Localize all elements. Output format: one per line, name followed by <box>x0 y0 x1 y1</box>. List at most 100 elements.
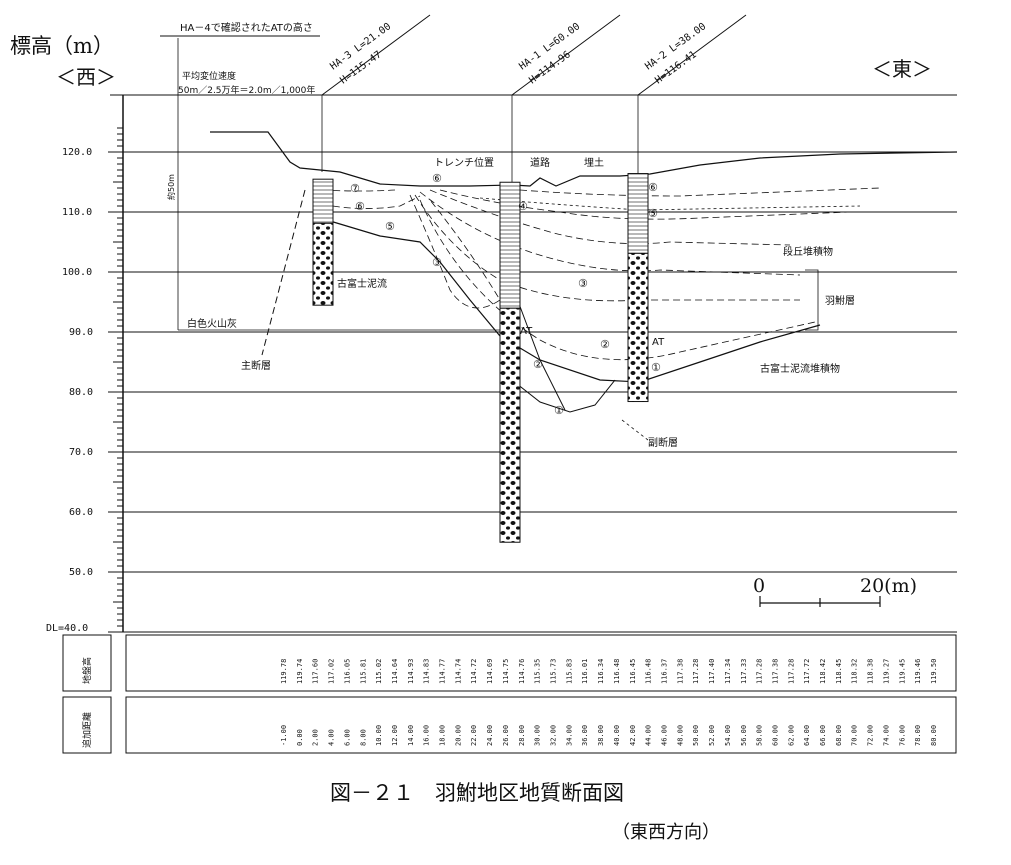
distance-value: 76.00 <box>898 725 906 746</box>
distance-value: 4.00 <box>328 729 336 746</box>
borehole-ha-2 <box>627 173 649 403</box>
elevation-gridlines <box>110 94 957 633</box>
label-white-ash: 白色火山灰 <box>187 317 237 330</box>
label-old-fuji-flow: 古富士泥流 <box>337 277 387 290</box>
distance-value: 20.00 <box>454 725 462 746</box>
ground-surface <box>210 131 958 187</box>
tick-label: 110.0 <box>62 207 92 218</box>
row2-header-cell <box>62 696 112 754</box>
elevation-value: 117.34 <box>724 659 732 684</box>
elevation-value: 114.72 <box>470 659 478 684</box>
tick-label: 70.0 <box>69 447 93 458</box>
elevation-value: 115.83 <box>565 659 573 684</box>
elevation-value: 117.38 <box>771 659 779 684</box>
distance-value: 28.00 <box>518 725 526 746</box>
distance-value: 48.00 <box>676 725 684 746</box>
distance-value: 50.00 <box>692 725 700 746</box>
row1-header-cell <box>62 634 112 692</box>
label-road: 道路 <box>530 156 550 169</box>
elevation-value: 115.73 <box>550 659 558 684</box>
y-axis-title: 標高（m） <box>10 34 114 58</box>
main-fault-line <box>261 189 306 356</box>
elevation-value: 119.45 <box>898 659 906 684</box>
unit-label-4: ④ <box>518 200 528 213</box>
geologic-layers <box>319 187 881 413</box>
unit-label-6: ⑥ <box>355 200 365 213</box>
distance-value: 14.00 <box>407 725 415 746</box>
distance-value: 34.00 <box>565 725 573 746</box>
unit-6-west <box>321 195 421 209</box>
elevation-value: 116.01 <box>581 659 589 684</box>
unit-label-5: ⑤ <box>385 220 395 233</box>
unit-2-base <box>419 199 816 361</box>
distance-value: 32.00 <box>550 725 558 746</box>
elevation-value: 116.48 <box>613 659 621 684</box>
label-old-fuji-deposit: 古富士泥流堆積物 <box>760 362 840 375</box>
tick-label: 60.0 <box>69 507 93 518</box>
unit-3-c <box>429 189 791 246</box>
elevation-value: 114.74 <box>454 659 462 684</box>
unit-5 <box>479 197 861 211</box>
row2-header: 追加距離 <box>81 712 93 748</box>
figure-title: 図－２１ 羽鮒地区地質断面図 <box>330 781 624 805</box>
scale-bar: 0 20(m) <box>753 575 917 607</box>
elevation-value: 114.75 <box>502 659 510 684</box>
unit-4-5 <box>439 189 851 220</box>
unit-1-base <box>511 379 616 413</box>
tick-label: 50.0 <box>69 567 93 578</box>
distance-value: 44.00 <box>645 725 653 746</box>
elevation-value: 115.02 <box>375 659 383 684</box>
elevation-value: 118.42 <box>819 659 827 684</box>
unit-label-3: ③ <box>432 256 442 269</box>
row1-data-cell <box>125 634 957 692</box>
elevation-value: 114.77 <box>439 659 447 684</box>
elevation-tick-labels: 120.0 110.0 100.0 90.0 80.0 70.0 60.0 50… <box>46 147 93 634</box>
distance-value: 46.00 <box>660 725 668 746</box>
label-at-ha2: AT <box>652 337 665 348</box>
borehole-ha-3 <box>312 178 334 306</box>
distance-value: 78.00 <box>914 725 922 746</box>
distance-value: 66.00 <box>819 725 827 746</box>
distance-value: 8.00 <box>359 729 367 746</box>
elevation-value: 116.45 <box>629 659 637 684</box>
elevation-value: 117.28 <box>756 659 764 684</box>
distance-value: 40.00 <box>613 725 621 746</box>
unit-label-2: ② <box>533 358 543 371</box>
distance-value: 24.00 <box>486 725 494 746</box>
row1-header: 地盤高 <box>81 657 93 684</box>
tick-label: 100.0 <box>62 267 92 278</box>
distance-value: 2.00 <box>312 729 320 746</box>
elevation-value: 117.60 <box>312 659 320 684</box>
distance-value: 52.00 <box>708 725 716 746</box>
elevation-value: 119.46 <box>914 659 922 684</box>
elevation-value: 116.05 <box>343 659 351 684</box>
distance-value: 16.00 <box>423 725 431 746</box>
elevation-value: 114.83 <box>423 659 431 684</box>
distance-value: 70.00 <box>851 725 859 746</box>
tick-label: 90.0 <box>69 327 93 338</box>
scale-zero: 0 <box>753 575 765 597</box>
elevation-value: 114.69 <box>486 659 494 684</box>
unit-label-1: ① <box>554 404 564 417</box>
habuna-bracket <box>805 269 819 331</box>
elevation-value: 119.27 <box>882 659 890 684</box>
elevation-value: 117.38 <box>676 659 684 684</box>
elevation-value: 116.48 <box>645 659 653 684</box>
elevation-value: 115.81 <box>359 659 367 684</box>
distance-value: 68.00 <box>835 725 843 746</box>
tick-label: 120.0 <box>62 147 92 158</box>
label-fill: 埋土 <box>584 156 604 169</box>
approx-50m-label: 約50m <box>166 174 176 200</box>
label-main-fault: 主断層 <box>241 359 271 372</box>
elevation-value: 114.93 <box>407 659 415 684</box>
elevation-value: 117.33 <box>740 659 748 684</box>
elevation-value: 117.28 <box>787 659 795 684</box>
elevation-value: 116.34 <box>597 659 605 684</box>
unit-3-b <box>419 191 801 276</box>
elevation-value: 119.74 <box>296 659 304 684</box>
tick-label: DL=40.0 <box>46 623 88 634</box>
elevation-value: 117.40 <box>708 659 716 684</box>
